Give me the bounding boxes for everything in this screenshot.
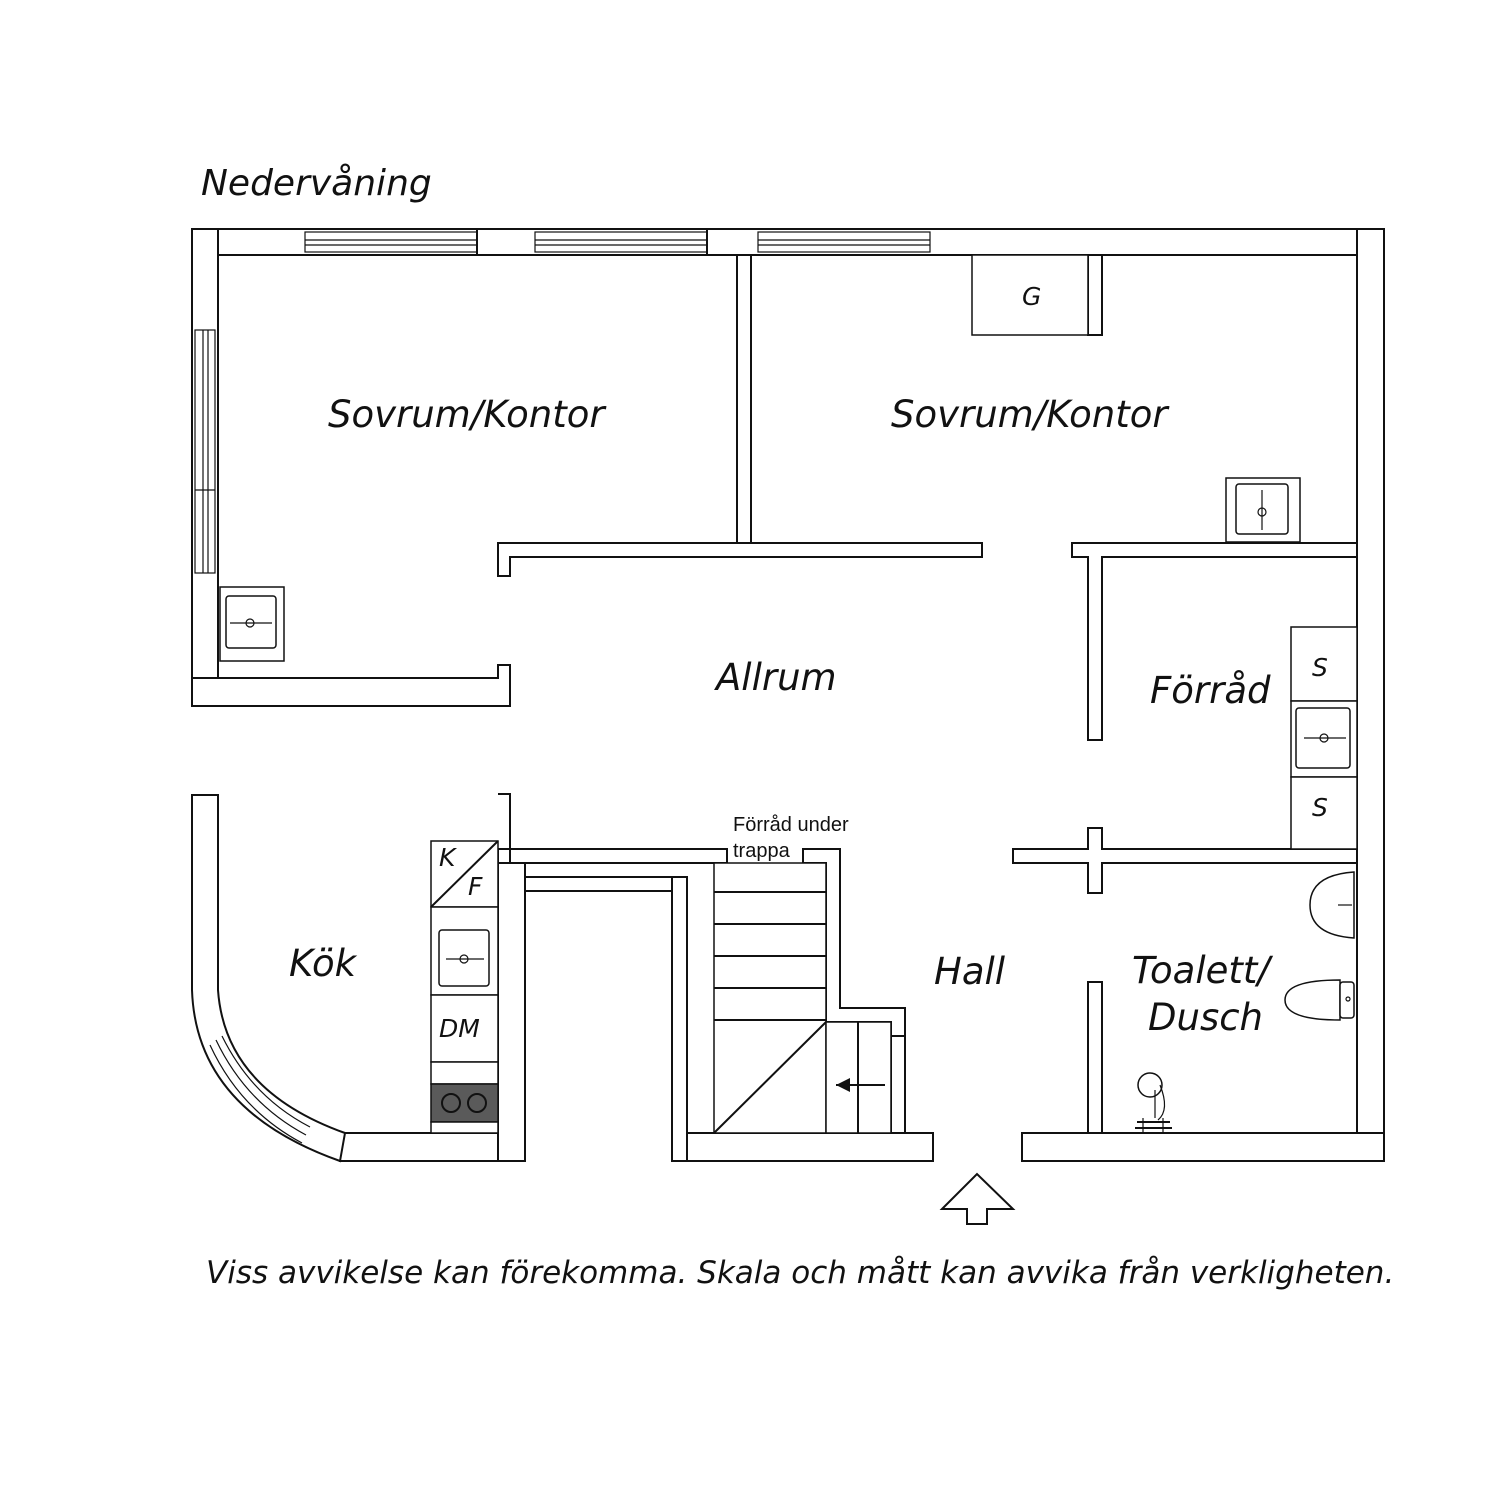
room-label-kitchen: Kök (289, 942, 358, 985)
wardrobe (971, 254, 1089, 336)
stair-direction-arrow (836, 1078, 850, 1092)
room-label-bathroom-line1: Toalett/ (1132, 949, 1273, 992)
washbasin-icon (1309, 871, 1355, 939)
left-window (194, 329, 216, 574)
shelf-top (1290, 626, 1358, 702)
kitchen-curved-wall (191, 794, 347, 1163)
room-label-living: Allrum (714, 656, 837, 699)
sink-icon (219, 586, 285, 662)
kitchen-counter: K F DM (430, 840, 499, 1134)
toilet-icon (1284, 979, 1355, 1021)
disclaimer-text: Viss avvikelse kan förekomma. Skala och … (206, 1255, 1394, 1291)
interior-walls (497, 254, 1358, 1162)
room-label-bathroom-line2: Dusch (1148, 996, 1263, 1039)
sink-icon (1295, 707, 1351, 769)
shelf-top-label: S (1312, 653, 1328, 682)
dishwasher (430, 994, 499, 1063)
wardrobe-label: G (1022, 282, 1041, 311)
sink-icon (438, 929, 490, 987)
floor-title: Nedervåning (201, 163, 432, 204)
shelf-bottom (1290, 776, 1358, 850)
stair-storage-note-line2: trappa (733, 840, 791, 862)
top-windows (304, 229, 931, 255)
freezer-label: F (468, 872, 483, 901)
shelf-bottom-label: S (1312, 793, 1328, 822)
fridge-label: K (439, 843, 458, 872)
entrance-arrow-icon (939, 1172, 1016, 1225)
outer-walls (191, 228, 1385, 1162)
staircase (713, 862, 892, 1134)
sink-icon (1225, 477, 1301, 543)
room-label-hall: Hall (934, 950, 1006, 993)
room-label-bedroom-left: Sovrum/Kontor (328, 393, 607, 436)
shower-icon (1135, 1072, 1172, 1133)
stair-storage-note-line1: Förråd under (733, 814, 849, 836)
room-label-bedroom-right: Sovrum/Kontor (891, 393, 1170, 436)
room-label-storage: Förråd (1150, 669, 1271, 712)
dishwasher-label: DM (439, 1014, 480, 1043)
